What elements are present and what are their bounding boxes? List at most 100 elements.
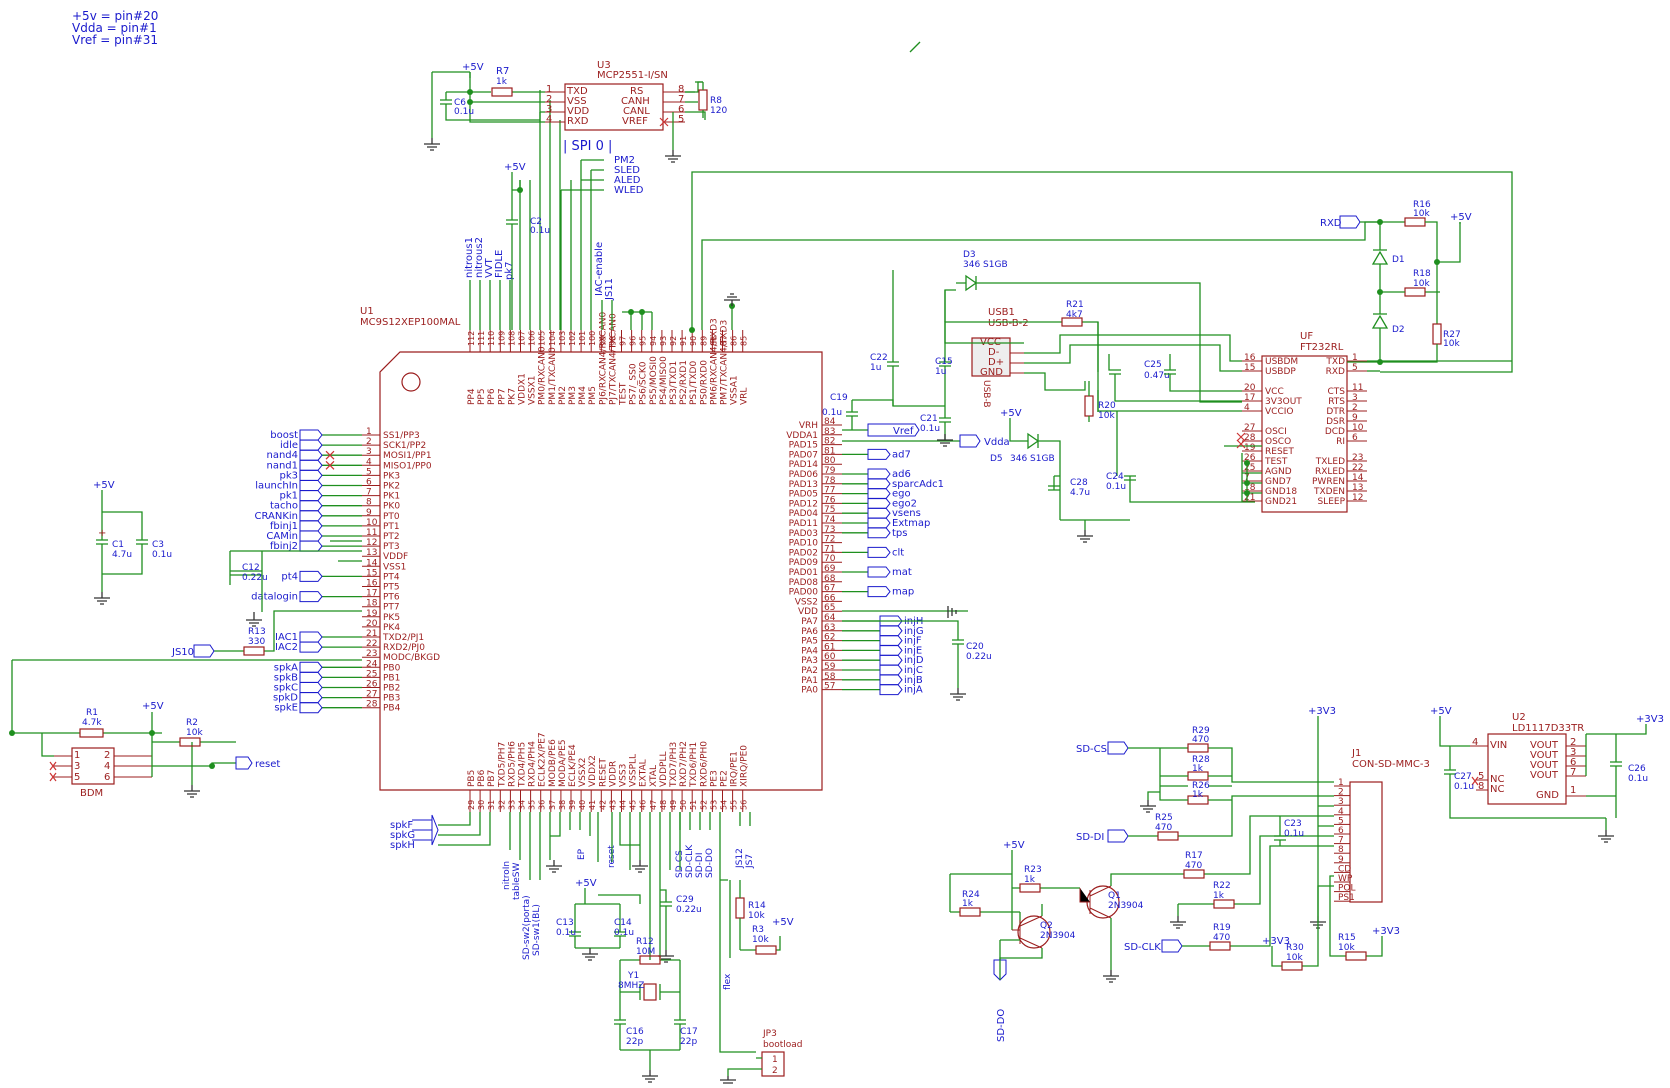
pin-number: 5	[1352, 363, 1358, 373]
pin-number: 107	[518, 331, 527, 346]
pin-number: 79	[824, 466, 836, 476]
pin-number: 59	[824, 662, 836, 672]
pin-name: TXD7/PH3	[669, 742, 679, 788]
net-flag	[867, 517, 891, 529]
pin-number: 66	[824, 593, 836, 603]
component-ref: BDM	[80, 788, 103, 799]
component-value: 0.1u	[1106, 482, 1126, 492]
pin-number: 17	[1244, 393, 1255, 403]
pin-number: 29	[467, 800, 476, 810]
pin-number: 36	[538, 800, 547, 810]
u1-bottom-pins: 29PB530PB631PB732TXD5/PH733RXD5/PH634TXD…	[467, 732, 750, 812]
right-net-labels: ad7ad6sparcAdc1egoego2vsensExtmaptpscltm…	[842, 448, 944, 696]
pin-number: 97	[619, 336, 628, 346]
pin-name: PM0/RXCAN0	[538, 346, 548, 405]
net-label: pk3	[279, 470, 298, 481]
component-value: 1u	[870, 363, 881, 373]
pin-number: 53	[709, 800, 718, 810]
r1-resistor	[79, 728, 104, 738]
power-label: +5V	[142, 701, 164, 712]
pin-name: VIN	[1490, 740, 1507, 751]
pin-number: 27	[366, 690, 377, 700]
component-value: 10k	[1443, 339, 1460, 349]
pin-name: VDDPLL	[659, 752, 669, 787]
net-label: ad7	[892, 449, 911, 460]
pin-name: TXD4/PH5	[518, 742, 528, 788]
power-label: +5V	[1003, 840, 1025, 851]
net-flag	[879, 664, 903, 676]
net-label: tps	[892, 528, 907, 539]
component-value: 10k	[752, 935, 769, 945]
power-label: +5V	[93, 480, 115, 491]
pin-name: PT3	[383, 542, 400, 552]
pin-number: 104	[548, 331, 557, 346]
pin-name: PA6	[801, 627, 818, 637]
pin-name: PK4	[383, 623, 400, 633]
net-label: IAC2	[275, 642, 298, 653]
pin-name: PB6	[477, 769, 487, 787]
note-line: Vdda = pin#1	[72, 21, 157, 35]
net-label: nitroIn	[502, 861, 512, 890]
component-ref: J1	[1351, 748, 1361, 759]
pin-name: PB5	[467, 770, 477, 787]
power-label: +5V	[462, 62, 484, 73]
no-connect-mark	[325, 450, 335, 460]
net-label: FIDLE	[494, 250, 505, 278]
net-flag	[879, 684, 903, 696]
pin-name: VREF	[622, 116, 648, 127]
net-flag	[299, 480, 323, 491]
component-value: 2N3904	[1040, 931, 1076, 941]
pin-name: DCD	[1325, 427, 1345, 437]
pin-name: PAD14	[789, 460, 819, 470]
component-value: 0.1u	[920, 424, 940, 434]
component-value: 1k	[1213, 891, 1225, 901]
net-flag	[299, 641, 323, 653]
net-label: WLED	[614, 185, 644, 196]
pin-number: 1	[772, 1055, 778, 1065]
component-ref: USB1	[988, 307, 1015, 318]
net-flag	[867, 566, 891, 578]
net-flag	[299, 510, 323, 522]
r19-resistor	[1209, 941, 1231, 951]
power-label: +3V3	[1636, 714, 1664, 725]
top-net-labels: nitrous1 nitrous2 VVT FIDLE pk7 IAC-enab…	[464, 139, 644, 301]
pin-number: 25	[1244, 463, 1255, 473]
pin-name: PS2/RXD1	[679, 360, 689, 405]
pin-number: 19	[1244, 443, 1256, 453]
pin-number: WP	[1338, 874, 1353, 884]
net-label: nand4	[266, 450, 298, 461]
pin-number: 20	[366, 619, 378, 629]
pin-number: 6	[366, 478, 372, 488]
pin-name: TXD	[1325, 357, 1345, 367]
net-flag	[299, 490, 323, 502]
component-value: 470	[1213, 933, 1230, 943]
pin-name: RXD6/PH0	[699, 741, 709, 787]
component-value: 8MHZ	[618, 981, 644, 991]
pin-name: PS5/MOSI0	[649, 356, 659, 405]
pin-number: 23	[366, 649, 377, 659]
component-ref: R17	[1185, 851, 1203, 861]
pin-name: PK0	[383, 502, 400, 512]
pin-name: PAD07	[789, 450, 818, 460]
pin-name: MOSI1/PP1	[383, 451, 432, 461]
pin-number: 58	[824, 672, 836, 682]
power-label: +5V	[772, 917, 794, 928]
pin-number: 32	[497, 800, 506, 810]
pin-name: TXDEN	[1313, 487, 1345, 497]
pin-number: 31	[487, 800, 496, 810]
q2-transistor	[1017, 915, 1051, 949]
pin-number: 72	[824, 535, 835, 545]
component-ref: R26	[1192, 781, 1210, 791]
pin-name: PP5	[477, 388, 487, 405]
component-value: 10M	[636, 947, 655, 957]
power-label: +3V3	[1372, 926, 1400, 937]
pin-number: 4	[1244, 403, 1250, 413]
pin-number: 51	[689, 800, 698, 810]
net-flag	[299, 459, 323, 471]
net-label: JS7	[745, 854, 755, 869]
component-ref: R18	[1413, 269, 1431, 279]
pin-name: RESET	[1265, 447, 1294, 457]
pin-number: 112	[467, 331, 476, 346]
pin-number: 8	[1478, 781, 1484, 792]
notes-block: +5v = pin#20 Vdda = pin#1 Vref = pin#31	[72, 9, 158, 47]
